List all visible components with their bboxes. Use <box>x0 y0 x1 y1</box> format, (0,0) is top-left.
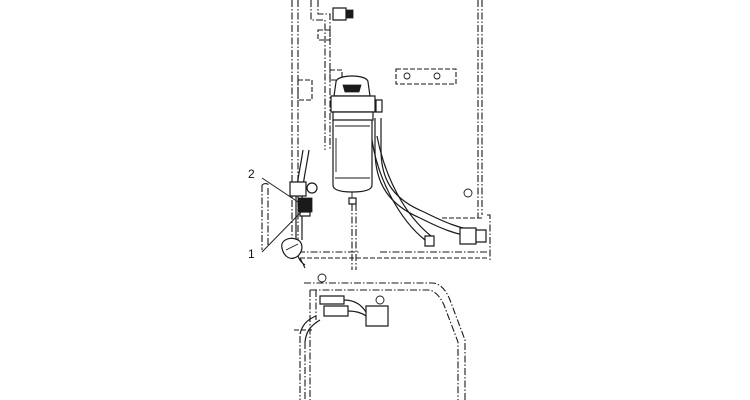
mounting-panel <box>291 0 491 260</box>
fuel-filter <box>330 75 383 270</box>
callout-leaders <box>261 177 304 253</box>
water-sensor <box>261 149 318 269</box>
lower-section <box>294 273 466 400</box>
upper-pipe <box>297 0 354 150</box>
callout-2-label: 2 <box>248 167 255 181</box>
fuel-hoses <box>371 118 487 247</box>
callout-labels: 2 1 <box>248 167 255 261</box>
callout-1-label: 1 <box>248 247 255 261</box>
